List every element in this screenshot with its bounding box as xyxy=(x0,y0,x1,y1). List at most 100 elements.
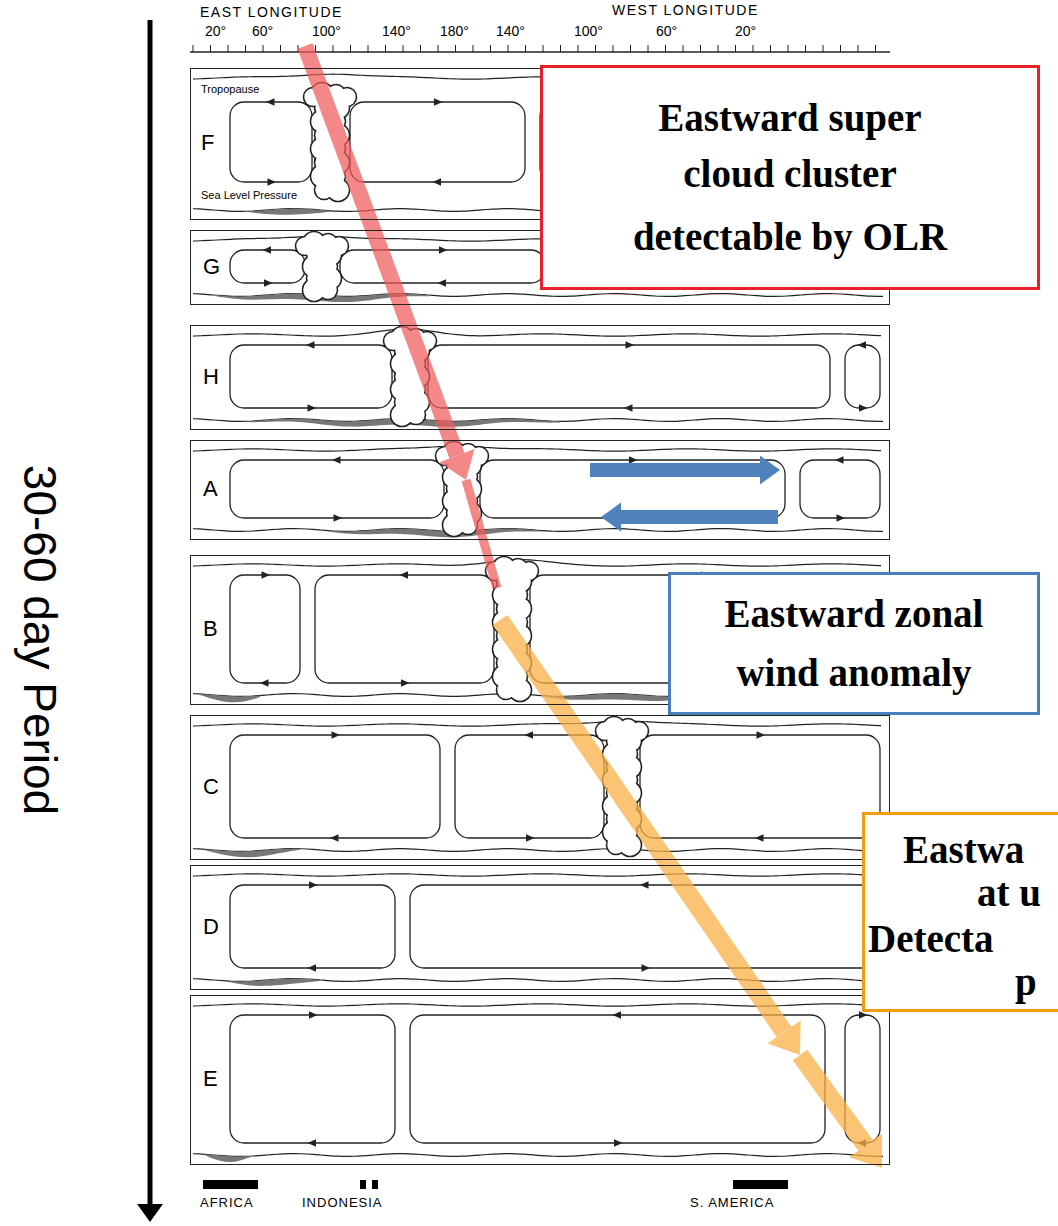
wind-anomaly-arrow xyxy=(590,456,780,485)
axis-tick xyxy=(350,45,351,52)
flow-arrow-head xyxy=(837,514,846,522)
axis-tick xyxy=(193,45,194,52)
text-anchor: Sea Level Pressure xyxy=(201,189,297,201)
arrow-shaft xyxy=(466,480,497,588)
cloud-fill xyxy=(520,562,537,579)
cloud-fill xyxy=(315,181,332,198)
callout-text: detectable by OLR xyxy=(633,209,947,266)
callout-text: Eastward super cloud cluster xyxy=(625,90,955,203)
longitude-axis xyxy=(190,45,890,52)
callout-text: at u xyxy=(977,872,1041,915)
axis-tick xyxy=(805,45,806,52)
flow-arrow-head xyxy=(858,341,867,349)
phase-letter: F xyxy=(201,131,214,155)
circulation-cell xyxy=(410,885,880,968)
axis-tick xyxy=(210,45,211,52)
label-anchor: 60° xyxy=(252,24,273,39)
flow-arrow-head xyxy=(624,404,633,412)
continent-bar xyxy=(372,1180,378,1189)
arrow-shaft xyxy=(800,1055,866,1145)
pressure-line xyxy=(193,1154,883,1157)
tick-label: 140° xyxy=(382,24,411,39)
low-pressure-shading xyxy=(200,694,260,702)
tropopause-line xyxy=(193,1004,881,1006)
circulation-cell xyxy=(230,575,300,683)
arrow-shaft xyxy=(621,510,778,524)
arrow-head xyxy=(137,1204,163,1222)
phase-panel: C xyxy=(190,715,890,860)
flow-arrow-head xyxy=(434,98,443,106)
axis-tick xyxy=(613,45,614,52)
label-anchor: 20° xyxy=(735,24,756,39)
tick-label: 100° xyxy=(574,24,603,39)
flow-arrow-head xyxy=(308,404,317,412)
text-anchor: Tropopause xyxy=(201,83,259,95)
axis-tick xyxy=(385,45,386,52)
circulation-cell xyxy=(230,250,305,283)
label-anchor: 140° xyxy=(382,24,411,39)
axis-tick xyxy=(368,45,369,52)
label-anchor: 140° xyxy=(496,24,525,39)
axis-tick xyxy=(280,45,281,52)
region-label: INDONESIA xyxy=(302,1196,383,1210)
flow-arrow-head xyxy=(614,1139,623,1147)
circulation-cell xyxy=(480,460,785,518)
flow-arrow-head xyxy=(629,456,638,464)
low-pressure-shading xyxy=(230,979,320,986)
flow-arrow-head xyxy=(859,1011,868,1019)
circulation-panel xyxy=(193,442,883,537)
axis-tick xyxy=(228,45,229,52)
flow-arrow-head xyxy=(438,279,447,287)
tick-label: 20° xyxy=(735,24,756,39)
flow-arrow-head xyxy=(334,514,343,522)
circulation-cell xyxy=(800,460,880,518)
axis-tick xyxy=(858,45,859,52)
circulation-cell xyxy=(315,575,494,683)
axis-tick xyxy=(403,45,404,52)
axis-tick xyxy=(648,45,649,52)
flow-arrow-head xyxy=(613,1011,622,1019)
circulation-cell xyxy=(410,1015,825,1143)
phase-panel: E xyxy=(190,995,890,1165)
arrow-head xyxy=(760,456,780,485)
callout-box: Eastward super cloud cluster detectable b… xyxy=(540,65,1040,290)
propagation-arrow xyxy=(800,1055,882,1168)
flow-arrow-head xyxy=(308,964,317,972)
circulation-panel xyxy=(193,327,883,427)
cloud-fill xyxy=(330,237,347,254)
phase-letter: H xyxy=(203,365,219,389)
circulation-panel xyxy=(193,717,883,857)
circulation-cell xyxy=(230,885,395,968)
tick-label: 20° xyxy=(205,24,226,39)
tick-label: 60° xyxy=(252,24,273,39)
axis-tick xyxy=(525,45,526,52)
axis-tick xyxy=(473,45,474,52)
tick-label: 100° xyxy=(312,24,341,39)
callout-text: p xyxy=(1015,961,1037,1004)
flow-arrow-head xyxy=(263,246,272,254)
arrow-head xyxy=(601,503,621,532)
text-anchor: A xyxy=(203,477,218,501)
axis-tick xyxy=(578,45,579,52)
axis-tick xyxy=(508,45,509,52)
flow-arrow-head xyxy=(309,881,318,889)
period-label: 30-60 day Period xyxy=(15,465,66,815)
low-pressure-shading xyxy=(205,849,300,858)
circulation-cell xyxy=(230,102,312,182)
text-anchor: p xyxy=(1015,961,1037,1004)
label-anchor: 100° xyxy=(312,24,341,39)
label-anchor: EAST LONGITUDE xyxy=(200,5,343,20)
phase-panel: D xyxy=(190,865,890,990)
flow-arrow-head xyxy=(260,679,269,687)
text-anchor: Detecta xyxy=(868,918,994,961)
label-anchor: AFRICA xyxy=(200,1196,254,1210)
flow-arrow-head xyxy=(309,1011,318,1019)
phase-letter: B xyxy=(203,617,218,641)
label-anchor: 20° xyxy=(205,24,226,39)
text-anchor: H xyxy=(203,365,219,389)
arrow-head xyxy=(768,1021,801,1055)
axis-tick xyxy=(770,45,771,52)
layer-label: Sea Level Pressure xyxy=(201,189,297,201)
axis-tick xyxy=(683,45,684,52)
flow-arrow-head xyxy=(526,834,535,842)
